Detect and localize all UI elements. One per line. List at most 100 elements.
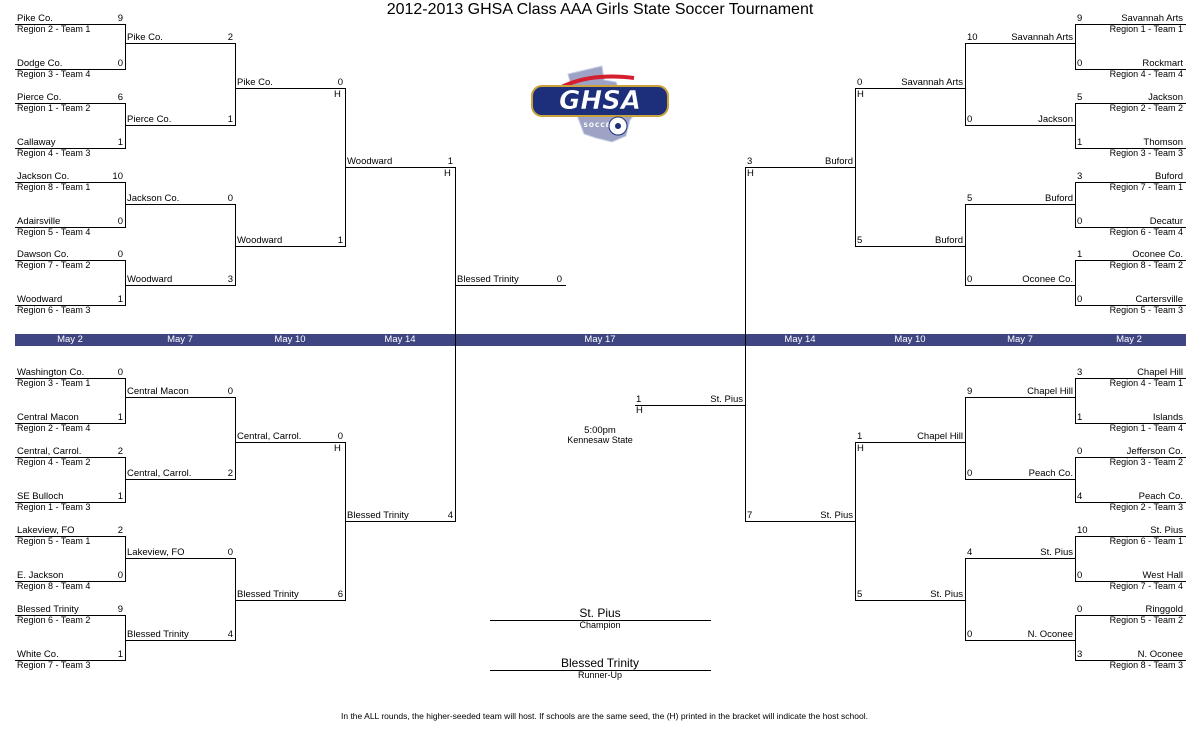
bracket-line — [15, 615, 126, 616]
bracket-line — [125, 260, 126, 306]
team-name: Buford — [1155, 171, 1183, 182]
bracket-line — [855, 442, 966, 443]
score: 10 — [112, 171, 123, 182]
team-name: Blessed Trinity — [127, 629, 189, 640]
team-name: St. Pius — [820, 510, 853, 521]
score: 0 — [337, 431, 343, 442]
bracket-line — [965, 125, 1076, 126]
seed-label: Region 5 - Team 2 — [1109, 615, 1183, 625]
score: 1 — [1077, 412, 1083, 423]
bracket-line — [235, 600, 346, 601]
score: 0 — [227, 386, 233, 397]
score: 1 — [1077, 137, 1083, 148]
team-name: West Hall — [1142, 570, 1183, 581]
bracket-line — [1075, 227, 1186, 228]
bracket-line — [15, 182, 126, 183]
team-name: Central, Carrol. — [237, 431, 302, 442]
bracket-line — [635, 405, 746, 406]
team-name: E. Jackson — [17, 570, 64, 581]
dates-band: May 2 May 7 May 10 May 14 May 17 May 14 … — [15, 334, 1186, 346]
host-marker: H — [636, 405, 643, 416]
bracket-line — [1075, 536, 1186, 537]
date-label: May 14 — [384, 334, 416, 345]
score: 9 — [1077, 13, 1083, 24]
bracket-line — [15, 148, 126, 149]
bracket-line — [965, 640, 1076, 641]
logo-text: GHSA — [559, 86, 641, 116]
team-name: Decatur — [1149, 216, 1183, 227]
seed-label: Region 5 - Team 4 — [17, 227, 91, 237]
bracket-line — [235, 43, 236, 126]
champion-line — [490, 620, 711, 621]
bracket-line — [125, 103, 126, 149]
team-name: Dodge Co. — [17, 58, 63, 69]
bracket-line — [965, 204, 966, 286]
team-name: Jackson — [1038, 114, 1073, 125]
bracket-line — [965, 285, 1076, 286]
bracket-line — [125, 615, 126, 661]
bracket-line — [965, 558, 1076, 559]
champion-label: Champion — [579, 620, 621, 630]
score: 4 — [447, 510, 453, 521]
bracket-line — [15, 305, 126, 306]
seed-label: Region 6 - Team 4 — [1109, 227, 1183, 237]
team-name: St. Pius — [710, 394, 743, 405]
score: 0 — [117, 367, 123, 378]
team-name: Rockmart — [1142, 58, 1183, 69]
date-label: May 10 — [274, 334, 306, 345]
logo-subtext: SOCCER — [584, 122, 617, 129]
team-name: Central, Carrol. — [127, 468, 192, 479]
host-marker: H — [334, 89, 341, 100]
bracket-line — [1075, 103, 1186, 104]
bracket-line — [125, 43, 236, 44]
bracket-line — [1075, 182, 1186, 183]
seed-label: Region 8 - Team 1 — [17, 182, 91, 192]
host-marker: H — [334, 443, 341, 454]
team-name: Washington Co. — [17, 367, 85, 378]
bracket-line — [125, 182, 126, 228]
team-name: St. Pius — [1150, 525, 1183, 536]
team-name: Chapel Hill — [1027, 386, 1073, 397]
bracket-line — [235, 558, 236, 641]
seed-label: Region 7 - Team 2 — [17, 260, 91, 270]
bracket-line — [15, 660, 126, 661]
seed-label: Region 2 - Team 4 — [17, 423, 91, 433]
bracket-line — [125, 285, 236, 286]
bracket-line — [1075, 457, 1076, 503]
bracket-line — [1075, 305, 1186, 306]
team-name: Ringgold — [1145, 604, 1184, 615]
team-name: Islands — [1152, 412, 1183, 423]
team-name: St. Pius — [1040, 547, 1073, 558]
seed-label: Region 4 - Team 1 — [1109, 378, 1183, 388]
seed-label: Region 6 - Team 2 — [17, 615, 91, 625]
bracket-line — [1075, 660, 1186, 661]
score: 0 — [1077, 58, 1083, 69]
bracket-line — [1075, 457, 1186, 458]
final-venue: Kennesaw State — [567, 435, 633, 445]
team-name: Woodward — [347, 156, 393, 167]
team-name: Chapel Hill — [917, 431, 963, 442]
seed-label: Region 1 - Team 2 — [17, 103, 91, 113]
score: 1 — [1077, 249, 1083, 260]
seed-label: Region 6 - Team 1 — [1109, 536, 1183, 546]
bracket-line — [855, 246, 966, 247]
bracket-line — [855, 600, 966, 601]
team-name: Jackson Co. — [127, 193, 180, 204]
bracket-line — [345, 167, 456, 168]
bracket-line — [965, 558, 966, 641]
score: 0 — [1077, 446, 1083, 457]
bracket-line — [855, 88, 966, 89]
score: 9 — [117, 604, 123, 615]
score: 3 — [227, 274, 233, 285]
score: 6 — [337, 589, 343, 600]
score: 9 — [117, 13, 123, 24]
team-name: Savannah Arts — [901, 77, 963, 88]
seed-label: Region 4 - Team 2 — [17, 457, 91, 467]
seed-label: Region 2 - Team 3 — [1109, 502, 1183, 512]
score: 10 — [1077, 525, 1088, 536]
score: 0 — [117, 58, 123, 69]
score: 1 — [117, 649, 123, 660]
seed-label: Region 7 - Team 4 — [1109, 581, 1183, 591]
bracket-line — [455, 167, 456, 522]
